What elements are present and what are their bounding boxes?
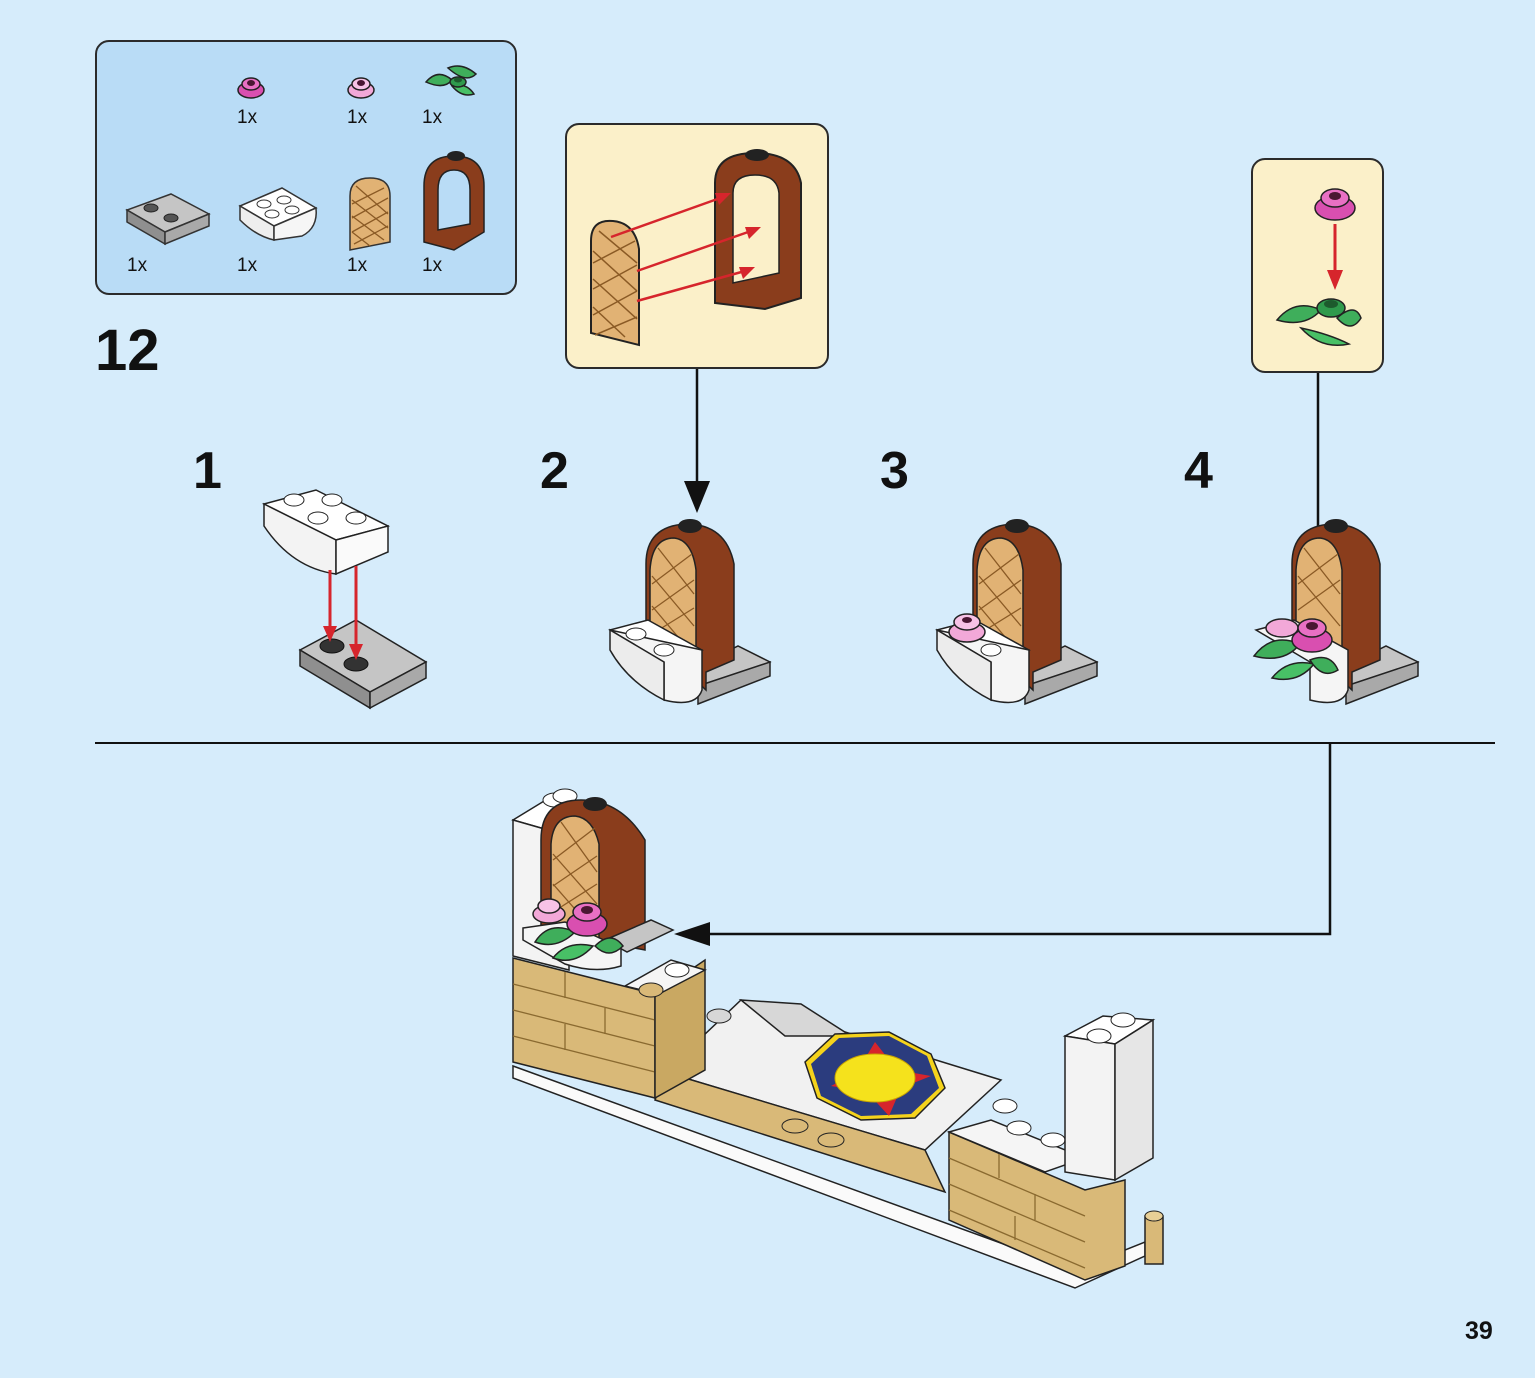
part-qty: 1x (422, 255, 443, 276)
part-qty: 1x (347, 107, 368, 128)
part-qty: 1x (347, 255, 368, 276)
section-divider (95, 742, 1495, 744)
substep-3-illustration (935, 519, 1099, 706)
flower-assembly-illustration (1275, 188, 1362, 346)
substep-4-number: 4 (1184, 442, 1213, 500)
part-qty: 1x (237, 255, 258, 276)
step-number: 12 (95, 318, 160, 383)
substep-1-illustration (261, 489, 428, 710)
final-assembly-illustration (511, 788, 1164, 1289)
substep-4-illustration (1252, 519, 1420, 706)
window-assembly-illustration (590, 149, 802, 347)
attach-connector-arrow (674, 744, 1332, 946)
substep-1-number: 1 (193, 442, 222, 500)
flower-pink-dark-icon (237, 77, 265, 99)
slope-white-icon (238, 187, 318, 241)
substep-2-number: 2 (540, 442, 569, 500)
window-lattice-icon (349, 177, 391, 251)
substep-2-illustration (608, 519, 772, 706)
page-number: 39 (1465, 1317, 1493, 1345)
substep-3-number: 3 (880, 442, 909, 500)
plate-gray-icon (125, 193, 211, 246)
flower-pink-light-icon (347, 77, 375, 99)
callout-arrow-2 (684, 369, 710, 513)
part-qty: 1x (237, 107, 258, 128)
part-qty: 1x (127, 255, 148, 276)
window-frame-brown-icon (423, 151, 485, 251)
leaves-green-icon (424, 65, 478, 96)
part-qty: 1x (422, 107, 443, 128)
